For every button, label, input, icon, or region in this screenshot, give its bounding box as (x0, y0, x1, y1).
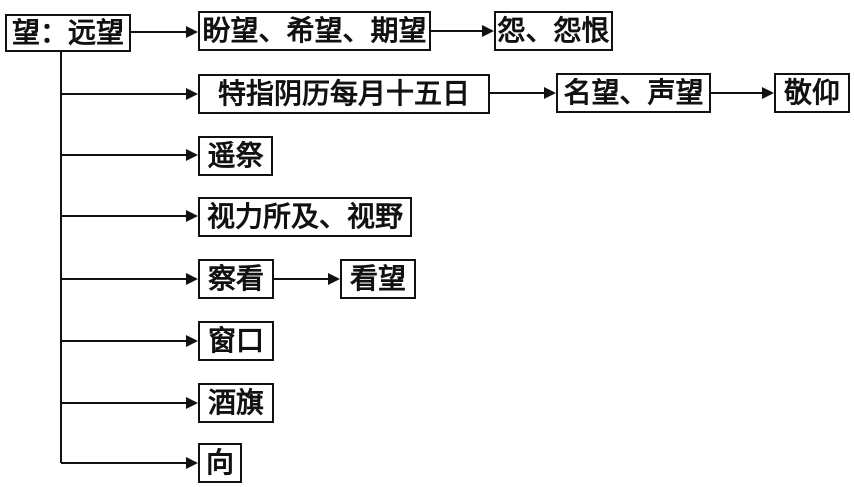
inspect-node: 察看 (198, 259, 274, 299)
resentment-node: 怨、怨恨 (494, 11, 613, 51)
window-node: 窗口 (198, 321, 274, 361)
direction-node: 向 (198, 443, 242, 483)
hope-node: 盼望、希望、期望 (198, 11, 431, 51)
reputation-node: 名望、声望 (556, 73, 711, 113)
visit-node: 看望 (340, 259, 416, 299)
wine-flag-node: 酒旗 (198, 383, 274, 423)
root-node: 望：远望 (5, 14, 131, 52)
lunar-day-node: 特指阴历每月十五日 (198, 74, 490, 114)
respect-node: 敬仰 (774, 73, 850, 113)
remote-sacrifice-node: 遥祭 (198, 136, 273, 176)
vision-node: 视力所及、视野 (198, 197, 412, 237)
